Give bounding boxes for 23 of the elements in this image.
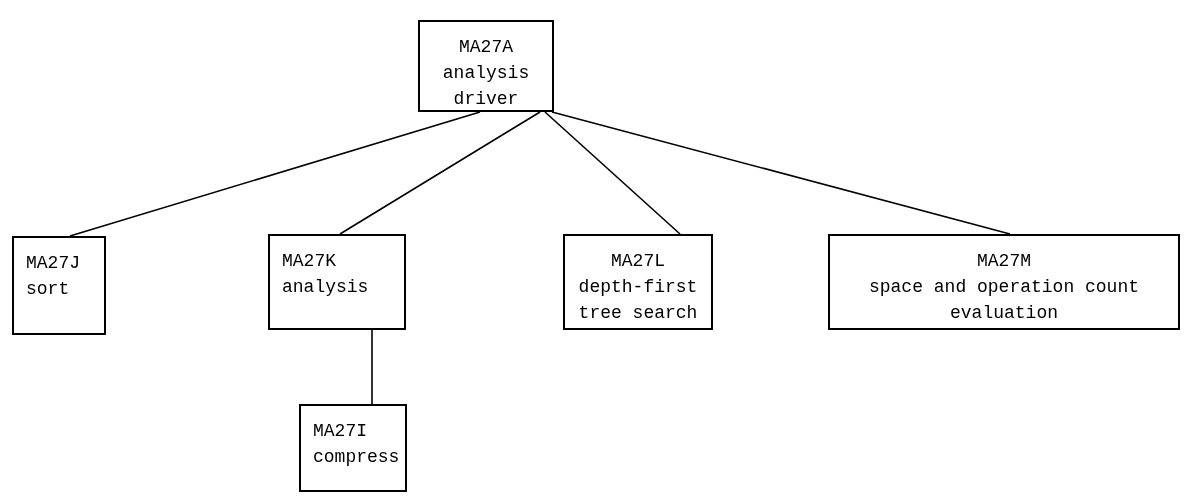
module-name: MA27A bbox=[459, 36, 513, 59]
module-box bbox=[299, 404, 407, 492]
module-name: MA27M bbox=[977, 250, 1031, 273]
module-description: analysis bbox=[282, 276, 369, 299]
module-box bbox=[828, 234, 1180, 330]
module-box bbox=[418, 20, 554, 112]
module-box bbox=[268, 234, 406, 330]
module-description: sort bbox=[26, 278, 70, 301]
module-box bbox=[563, 234, 713, 330]
module-description: compress bbox=[313, 446, 400, 469]
connector-line bbox=[544, 111, 681, 235]
module-name: MA27K bbox=[282, 250, 336, 273]
module-description: depth-first tree search bbox=[577, 276, 699, 325]
module-name: MA27I bbox=[313, 420, 367, 443]
module-name: MA27L bbox=[611, 250, 665, 273]
module-description: analysis driver bbox=[441, 62, 531, 111]
connector-line bbox=[339, 111, 541, 235]
module-description: space and operation count evaluation bbox=[867, 276, 1140, 325]
module-box bbox=[12, 236, 106, 335]
connector-line bbox=[69, 111, 481, 237]
connector-line bbox=[551, 111, 1011, 235]
connector-line bbox=[371, 329, 373, 405]
module-name: MA27J bbox=[26, 252, 80, 275]
